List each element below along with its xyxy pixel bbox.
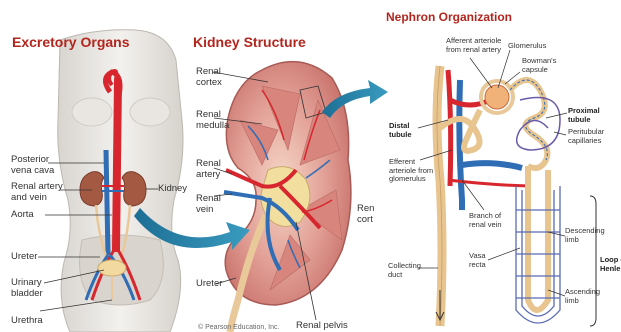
kidney-ureter-label: Ureter <box>196 278 222 289</box>
aorta-label: Aorta <box>11 209 34 220</box>
urethra-label: Urethra <box>11 315 43 326</box>
branch-renal-vein-label: Branch of renal vein <box>469 212 502 229</box>
urinary-bladder-label: Urinary bladder <box>11 277 43 299</box>
renal-artery-label: Renal artery <box>196 158 221 180</box>
loop-of-henle-tube <box>528 166 548 310</box>
kidney-structure-title: Kidney Structure <box>193 34 306 50</box>
renal-artery-vein-label: Renal artery and vein <box>11 181 63 203</box>
nephron-organization-title: Nephron Organization <box>386 10 512 24</box>
excretory-organs-title: Excretory Organs <box>12 34 130 50</box>
vasa-recta-label: Vasa recta <box>469 252 486 269</box>
bladder <box>98 260 126 276</box>
bowmans-capsule-label: Bowman's capsule <box>522 57 556 74</box>
glomerulus-knot <box>485 85 509 109</box>
renal-medulla-label: Renal medulla <box>196 109 229 131</box>
descending-limb-label: Descending limb <box>565 227 605 244</box>
peritubular-capillaries-label: Peritubular capillaries <box>568 128 604 145</box>
renal-pelvis-label: Renal pelvis <box>296 320 348 331</box>
efferent-arteriole-label: Efferent arteriole from glomerulus <box>389 158 433 184</box>
ascending-limb-label: Ascending limb <box>565 288 600 305</box>
copyright-notice: © Pearson Education, Inc. <box>198 324 279 331</box>
afferent-arteriole-label: Afferent arteriole from renal artery <box>446 37 501 54</box>
loop-of-henle-label: Loop o Henle <box>600 256 621 273</box>
kidney-label: Kidney <box>158 183 187 194</box>
ureter-label: Ureter <box>11 251 37 262</box>
loop-bracket <box>590 196 596 326</box>
renal-cortex-label: Renal cortex <box>196 66 222 88</box>
posterior-vena-cava-label: Posterior vena cava <box>11 154 54 176</box>
glomerulus-label: Glomerulus <box>508 42 546 51</box>
distal-tubule-label: Distal tubule <box>389 122 412 139</box>
cut-off-renal-cortex-label: Ren cort <box>357 203 374 225</box>
vasa-recta-mesh <box>516 186 560 323</box>
vena-cava-vessel <box>106 150 108 255</box>
proximal-tubule-label: Proximal tubule <box>568 107 600 124</box>
collecting-duct-label: Collecting duct <box>388 262 421 279</box>
renal-vein-label: Renal vein <box>196 193 221 215</box>
